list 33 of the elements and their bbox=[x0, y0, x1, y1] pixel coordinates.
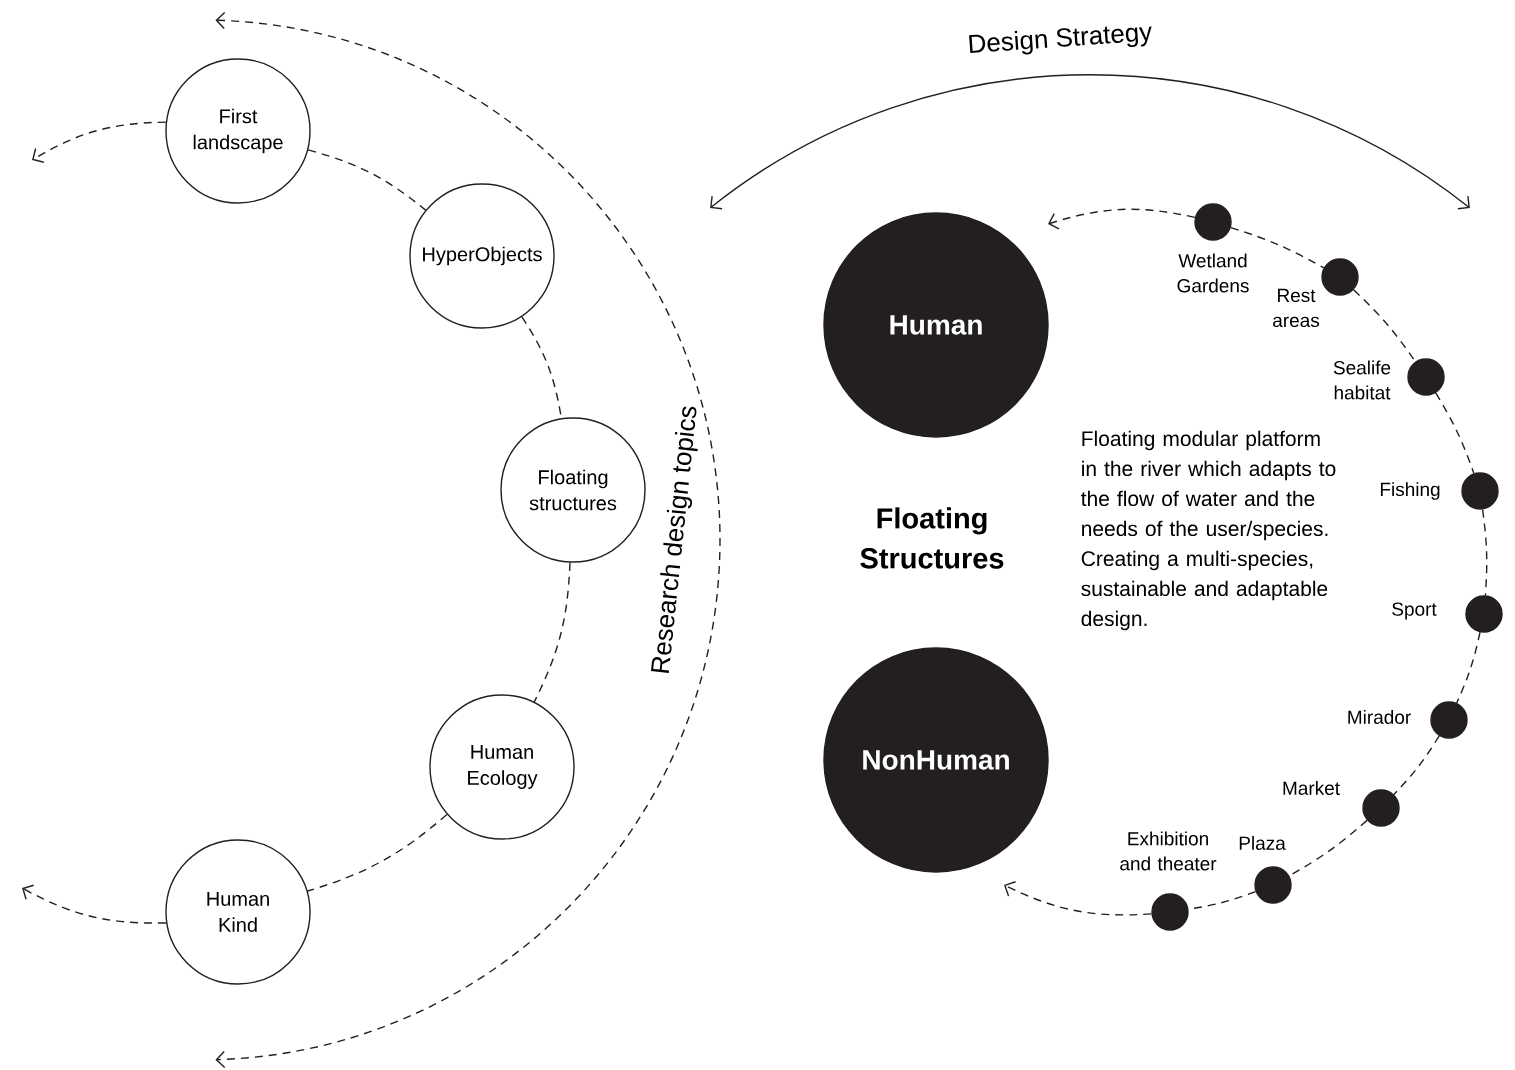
center-title: Floating Structures bbox=[860, 507, 1004, 569]
dot bbox=[1461, 472, 1499, 510]
item-label: Mirador bbox=[1348, 710, 1411, 724]
item-label: Plaza bbox=[1239, 836, 1286, 850]
connector bbox=[1435, 392, 1475, 475]
dot bbox=[1430, 701, 1468, 739]
dot bbox=[1407, 358, 1445, 396]
item-label: Exhibition and theater bbox=[1120, 831, 1217, 871]
connector bbox=[1456, 631, 1481, 704]
item-label: Sport bbox=[1392, 602, 1437, 620]
dot bbox=[1321, 258, 1359, 296]
description-text: Floating modular platform in the river which adapts to the flow of water and the needs of the user/species. Creating a multi-species, sustainable and adaptable design. bbox=[1081, 430, 1336, 631]
connector bbox=[1048, 208, 1196, 230]
connector bbox=[533, 561, 571, 703]
connector bbox=[307, 149, 427, 211]
connector bbox=[32, 121, 167, 163]
dot bbox=[1254, 866, 1292, 904]
connector bbox=[22, 884, 167, 924]
item-label: Fishing bbox=[1380, 482, 1440, 500]
connector bbox=[1393, 735, 1440, 796]
dot bbox=[1362, 789, 1400, 827]
item-label: Rest areas bbox=[1273, 288, 1320, 328]
connector bbox=[306, 813, 448, 892]
connector bbox=[1004, 881, 1153, 916]
item-label: Market bbox=[1283, 781, 1340, 795]
connector bbox=[1230, 226, 1325, 269]
dot bbox=[1194, 203, 1232, 241]
dot bbox=[1465, 595, 1503, 633]
dot bbox=[1151, 893, 1189, 931]
item-label: Sealife habitat bbox=[1333, 360, 1391, 400]
connector bbox=[1481, 508, 1488, 597]
item-label: Wetland Gardens bbox=[1177, 253, 1249, 293]
arc-label: Design Strategy bbox=[969, 26, 1152, 55]
